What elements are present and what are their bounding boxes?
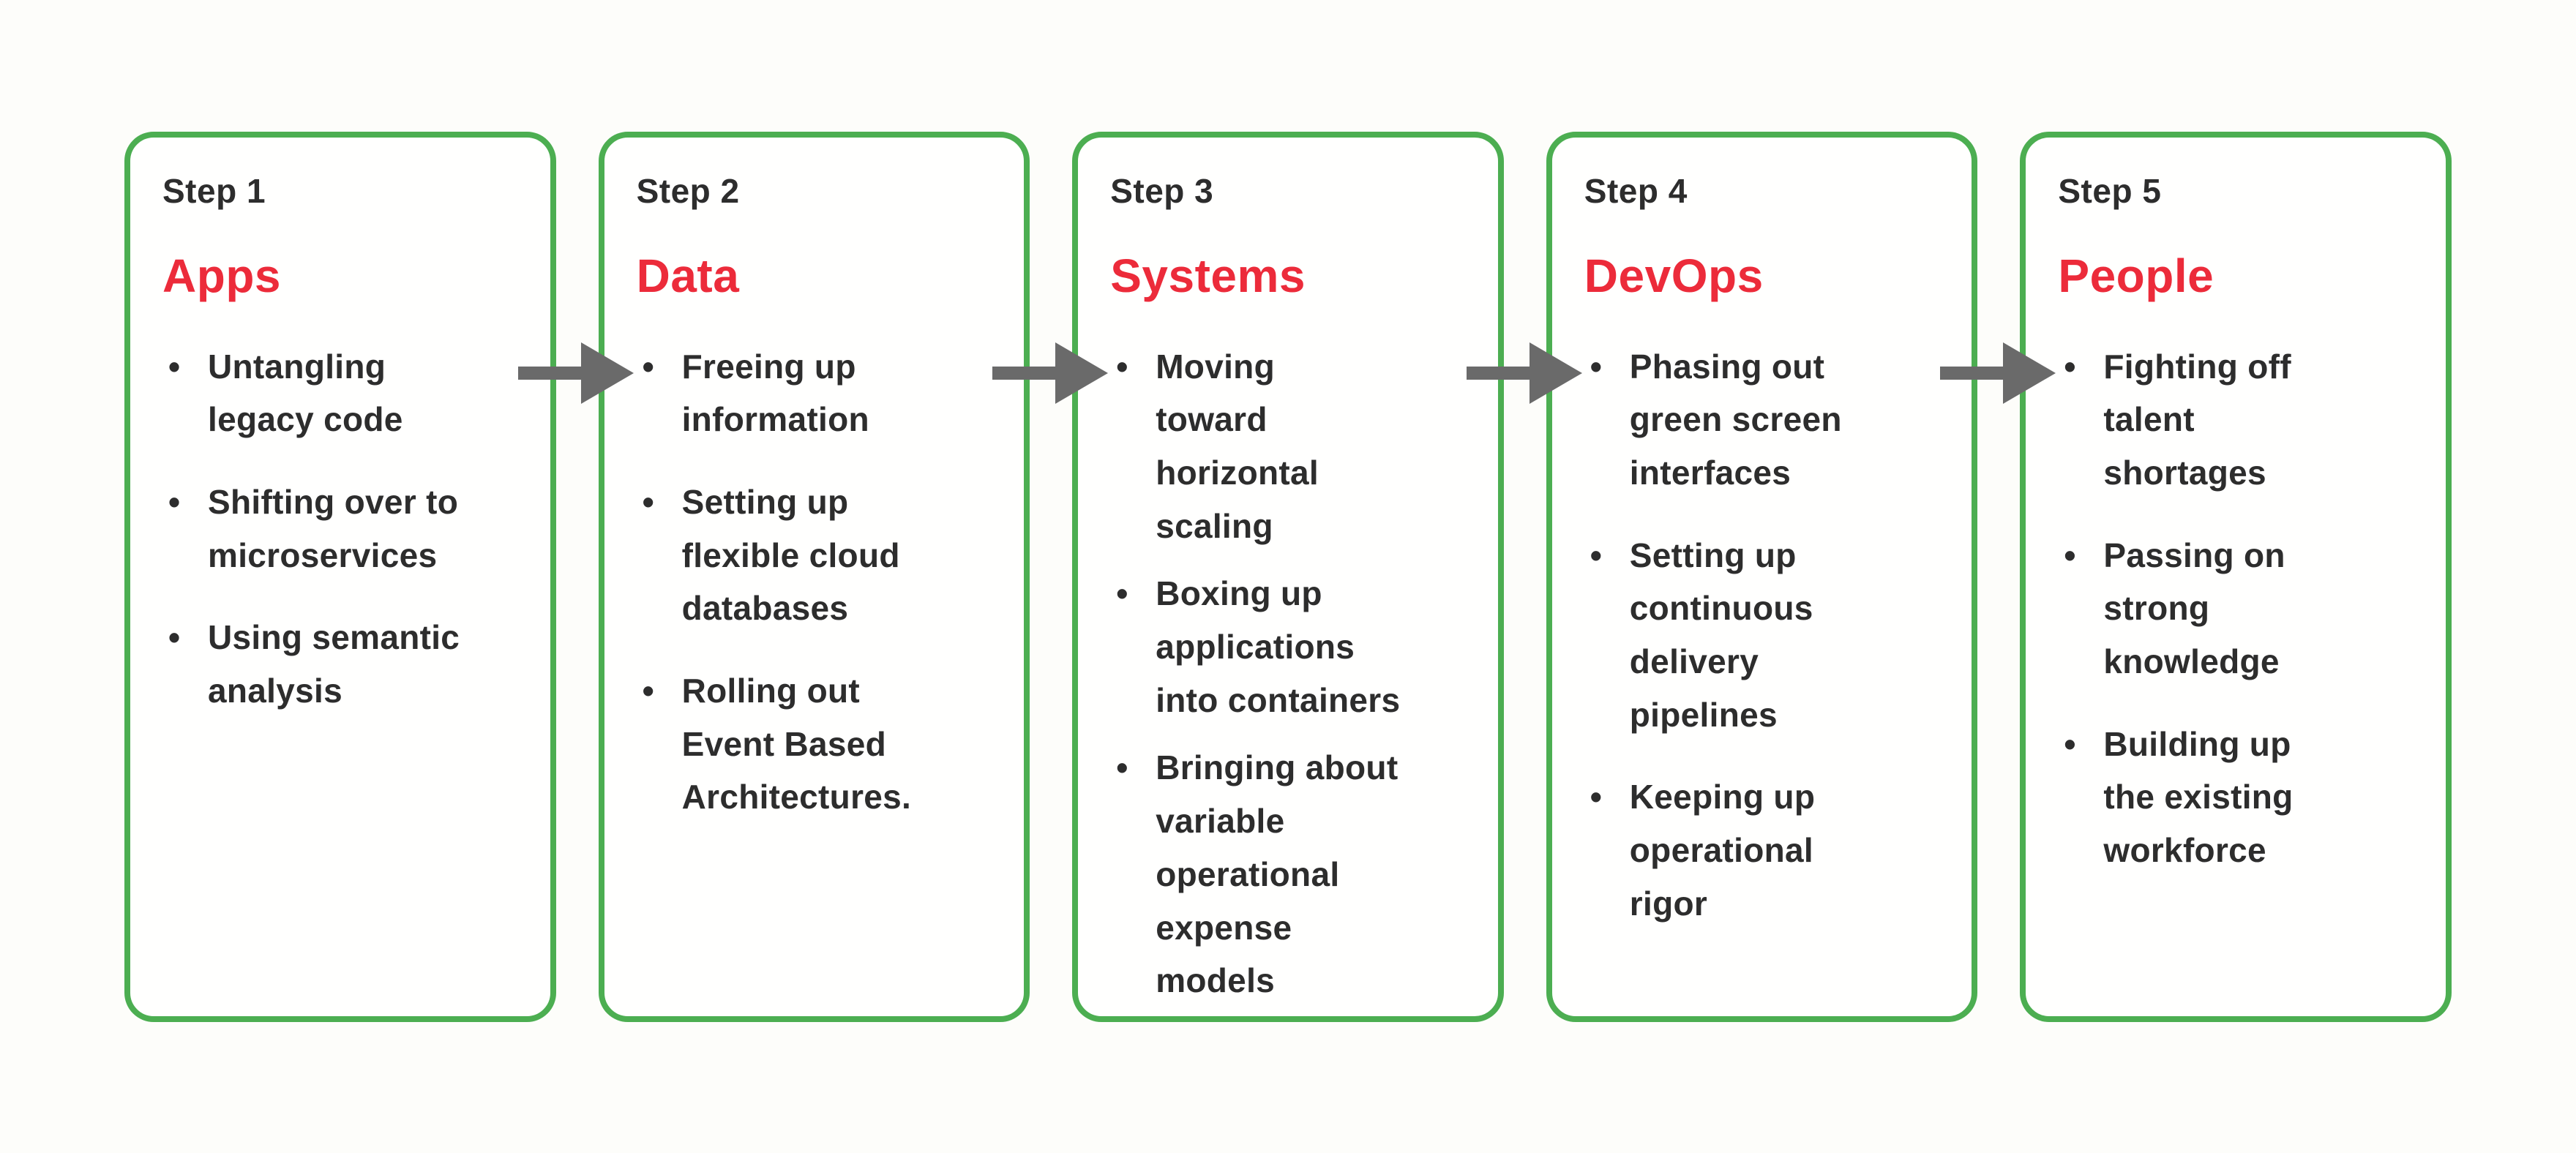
bullet-list: Fighting off talent shortages Passing on… — [2058, 340, 2418, 877]
step-card-people: Step 5 People Fighting off talent shorta… — [2020, 132, 2452, 1022]
card-title: People — [2058, 249, 2214, 303]
bullet-item: Fighting off talent shortages — [2058, 340, 2418, 500]
bullet-item: Setting up flexible cloud databases — [637, 476, 997, 635]
bullet-item: Setting up continuous delivery pipelines — [1584, 529, 1944, 742]
step-card-data: Step 2 Data Freeing up information Setti… — [598, 132, 1030, 1022]
step-label: Step 2 — [636, 172, 740, 210]
card-title: Apps — [162, 249, 281, 303]
bullet-item: Bringing about variable operational expe… — [1110, 741, 1470, 1007]
bullet-list: Freeing up information Setting up flexib… — [637, 340, 997, 824]
arrow-right-icon — [1940, 338, 2057, 408]
bullet-list: Moving toward horizontal scaling Boxing … — [1110, 340, 1470, 1007]
card-title: Data — [636, 249, 740, 303]
bullet-item: Boxing up applications into containers — [1110, 567, 1470, 726]
step-card-apps: Step 1 Apps Untangling legacy code Shift… — [124, 132, 556, 1022]
arrow-right-icon — [518, 338, 635, 408]
bullet-list: Untangling legacy code Shifting over to … — [162, 340, 523, 718]
bullet-item: Freeing up information — [637, 340, 997, 446]
bullet-item: Using semantic analysis — [162, 611, 523, 717]
arrow-right-icon — [992, 338, 1109, 408]
bullet-item: Untangling legacy code — [162, 340, 523, 446]
step-card-systems: Step 3 Systems Moving toward horizontal … — [1072, 132, 1504, 1022]
steps-row: Step 1 Apps Untangling legacy code Shift… — [124, 132, 2452, 1022]
bullet-item: Shifting over to microservices — [162, 476, 523, 582]
card-title: Systems — [1110, 249, 1306, 303]
bullet-item: Building up the existing workforce — [2058, 718, 2418, 877]
bullet-item: Passing on strong knowledge — [2058, 529, 2418, 688]
bullet-item: Keeping up operational rigor — [1584, 770, 1944, 930]
step-label: Step 5 — [2058, 172, 2162, 210]
bullet-list: Phasing out green screen interfaces Sett… — [1584, 340, 1944, 931]
step-label: Step 3 — [1110, 172, 1214, 210]
bullet-item: Phasing out green screen interfaces — [1584, 340, 1944, 500]
arrow-right-icon — [1467, 338, 1584, 408]
step-card-devops: Step 4 DevOps Phasing out green screen i… — [1546, 132, 1978, 1022]
step-label: Step 4 — [1584, 172, 1688, 210]
bullet-item: Moving toward horizontal scaling — [1110, 340, 1470, 553]
card-title: DevOps — [1584, 249, 1764, 303]
step-label: Step 1 — [162, 172, 266, 210]
bullet-item: Rolling out Event Based Architectures. — [637, 664, 997, 824]
